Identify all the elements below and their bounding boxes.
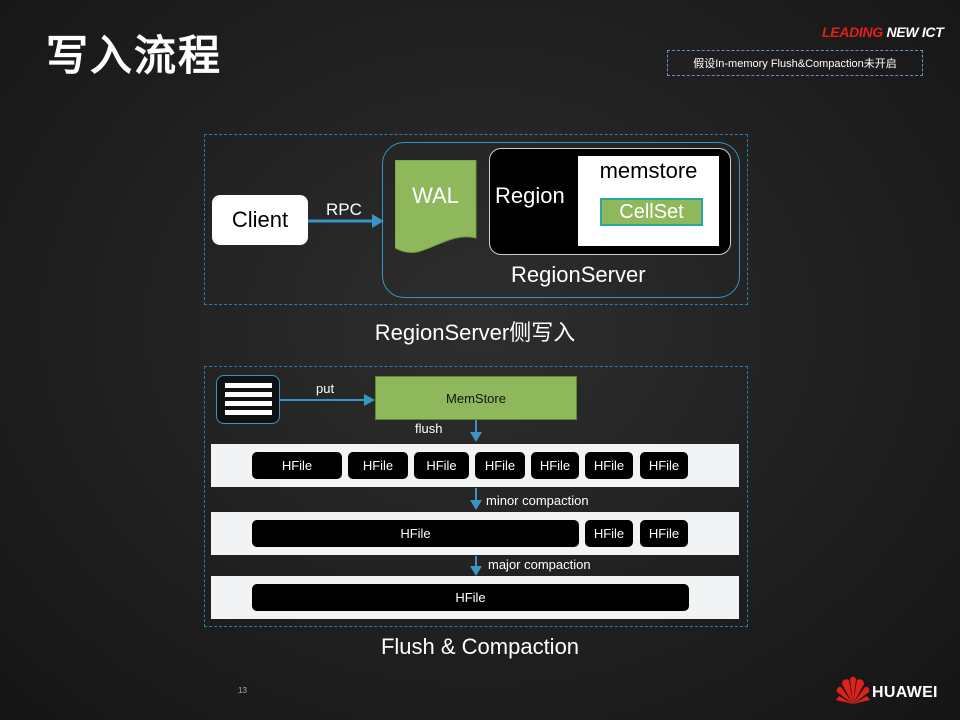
assumption-note: 假设In-memory Flush&Compaction未开启 bbox=[667, 50, 923, 76]
hfile-block: HFile bbox=[640, 452, 688, 479]
page-title: 写入流程 bbox=[46, 31, 223, 80]
memstore-block: MemStore bbox=[375, 376, 577, 420]
hfile-block: HFile bbox=[475, 452, 525, 479]
regionserver-container bbox=[382, 142, 740, 298]
flush-compaction-frame bbox=[204, 366, 748, 627]
memstore-label: memstore bbox=[599, 158, 698, 183]
flush-arrow bbox=[470, 420, 482, 442]
hfile-block: HFile bbox=[252, 452, 342, 479]
huawei-wordmark: HUAWEI bbox=[872, 684, 938, 701]
list-icon bbox=[216, 375, 280, 424]
wal-document-icon bbox=[395, 160, 477, 253]
wal-label: WAL bbox=[412, 183, 459, 208]
hfile-block: HFile bbox=[640, 520, 688, 547]
region-label: Region bbox=[495, 183, 565, 208]
rpc-label: RPC bbox=[326, 200, 362, 219]
regionserver-label: RegionServer bbox=[382, 262, 794, 288]
cellset-box: CellSet bbox=[600, 198, 703, 226]
page-number: 13 bbox=[238, 686, 247, 695]
client-box: Client bbox=[212, 195, 308, 245]
minor-compaction-arrow bbox=[470, 488, 482, 510]
major-compaction-label: major compaction bbox=[488, 557, 591, 572]
hfile-block: HFile bbox=[348, 452, 408, 479]
rpc-arrow bbox=[308, 214, 384, 228]
hfile-block: HFile bbox=[585, 452, 633, 479]
minor-compaction-label: minor compaction bbox=[486, 493, 589, 508]
hfile-block: HFile bbox=[531, 452, 579, 479]
brand-newict-text: NEW ICT bbox=[882, 24, 944, 40]
hfile-block: HFile bbox=[414, 452, 469, 479]
regionserver-label-text: RegionServer bbox=[511, 262, 646, 287]
major-compaction-arrow bbox=[470, 556, 482, 576]
write-path-frame bbox=[204, 134, 748, 305]
flush-compaction-caption: Flush & Compaction bbox=[380, 634, 580, 659]
flush-label: flush bbox=[415, 421, 443, 436]
hfile-block: HFile bbox=[252, 520, 579, 547]
write-path-caption: RegionServer侧写入 bbox=[374, 320, 576, 345]
put-label: put bbox=[316, 381, 335, 396]
put-arrow bbox=[280, 394, 375, 406]
huawei-logo-icon bbox=[836, 676, 870, 704]
brand-slogan: LEADING NEW ICT bbox=[822, 24, 944, 40]
hfile-block: HFile bbox=[585, 520, 633, 547]
hfile-block: HFile bbox=[252, 584, 689, 611]
brand-leading-text: LEADING bbox=[822, 24, 883, 40]
